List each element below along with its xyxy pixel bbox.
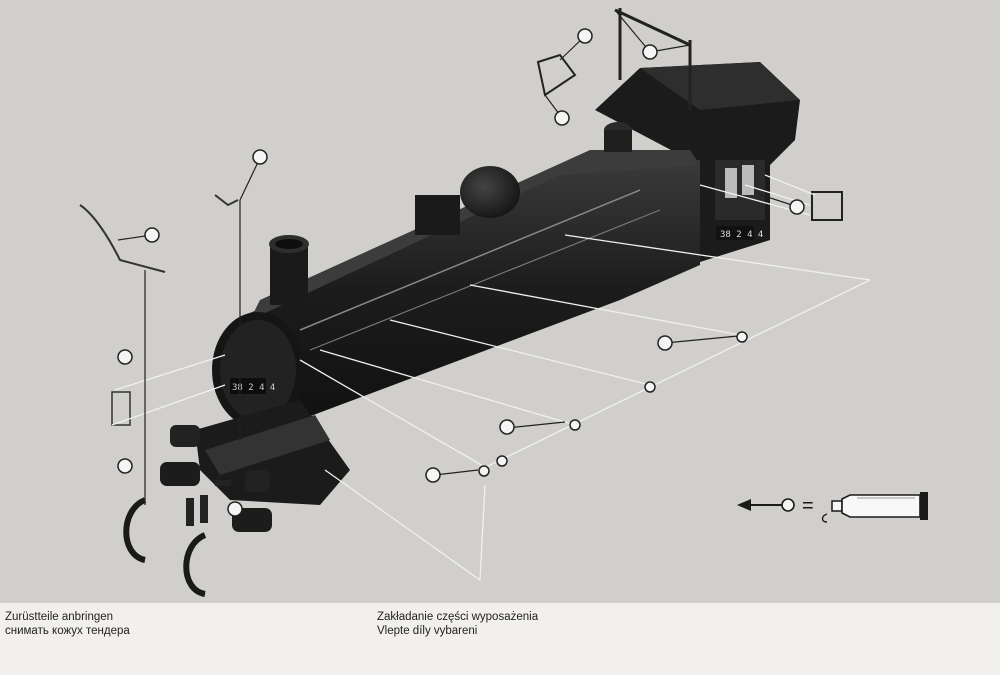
front-beam [195, 400, 350, 505]
cab-number-plate-text: 38 2 4 4 [720, 230, 763, 240]
caption-left: Zurüstteile anbringen снимать кожух тенд… [5, 610, 130, 638]
caption-right-line2: Vlepte díly vybareni [377, 625, 478, 637]
glue-legend: = [735, 484, 935, 528]
locomotive-drawing: 38 2 4 4 38 2 4 4 [79, 8, 871, 597]
part-marker-circles [117, 28, 805, 517]
whistle-part [214, 194, 239, 207]
legend-equals-sign: = [802, 495, 814, 517]
caption-left-line1: Zurüstteile anbringen [5, 611, 114, 623]
arrow-marker-icon [737, 498, 795, 512]
caption-right-line1: Zakładanie części wyposażenia [377, 611, 539, 623]
caption-left-line2: снимать кожух тендера [5, 625, 130, 637]
smokebox-number-plate-text: 38 2 4 4 [232, 383, 275, 393]
pipe-part [614, 8, 692, 110]
glue-tube-icon [821, 492, 928, 523]
lamp-part [536, 53, 577, 97]
cab-window-part [811, 191, 843, 221]
buffers [160, 425, 272, 532]
pointer-lines [117, 9, 796, 505]
cab-number-plate [716, 226, 754, 240]
locomotive-illustration: 38 2 4 4 38 2 4 4 [0, 0, 1000, 603]
loose-steps [186, 480, 231, 526]
plate-part [111, 391, 131, 426]
steam-dome [460, 166, 520, 218]
smokebox-door: 38 2 4 4 [212, 312, 304, 428]
handrail-part [79, 204, 166, 273]
sand-box [415, 195, 460, 235]
glue-legend-graphic: = [737, 492, 928, 523]
loose-couplings [123, 497, 207, 597]
locomotive-boiler [235, 150, 700, 420]
caption-right: Zakładanie części wyposażenia Vlepte díl… [377, 610, 538, 638]
chimney [269, 235, 309, 305]
